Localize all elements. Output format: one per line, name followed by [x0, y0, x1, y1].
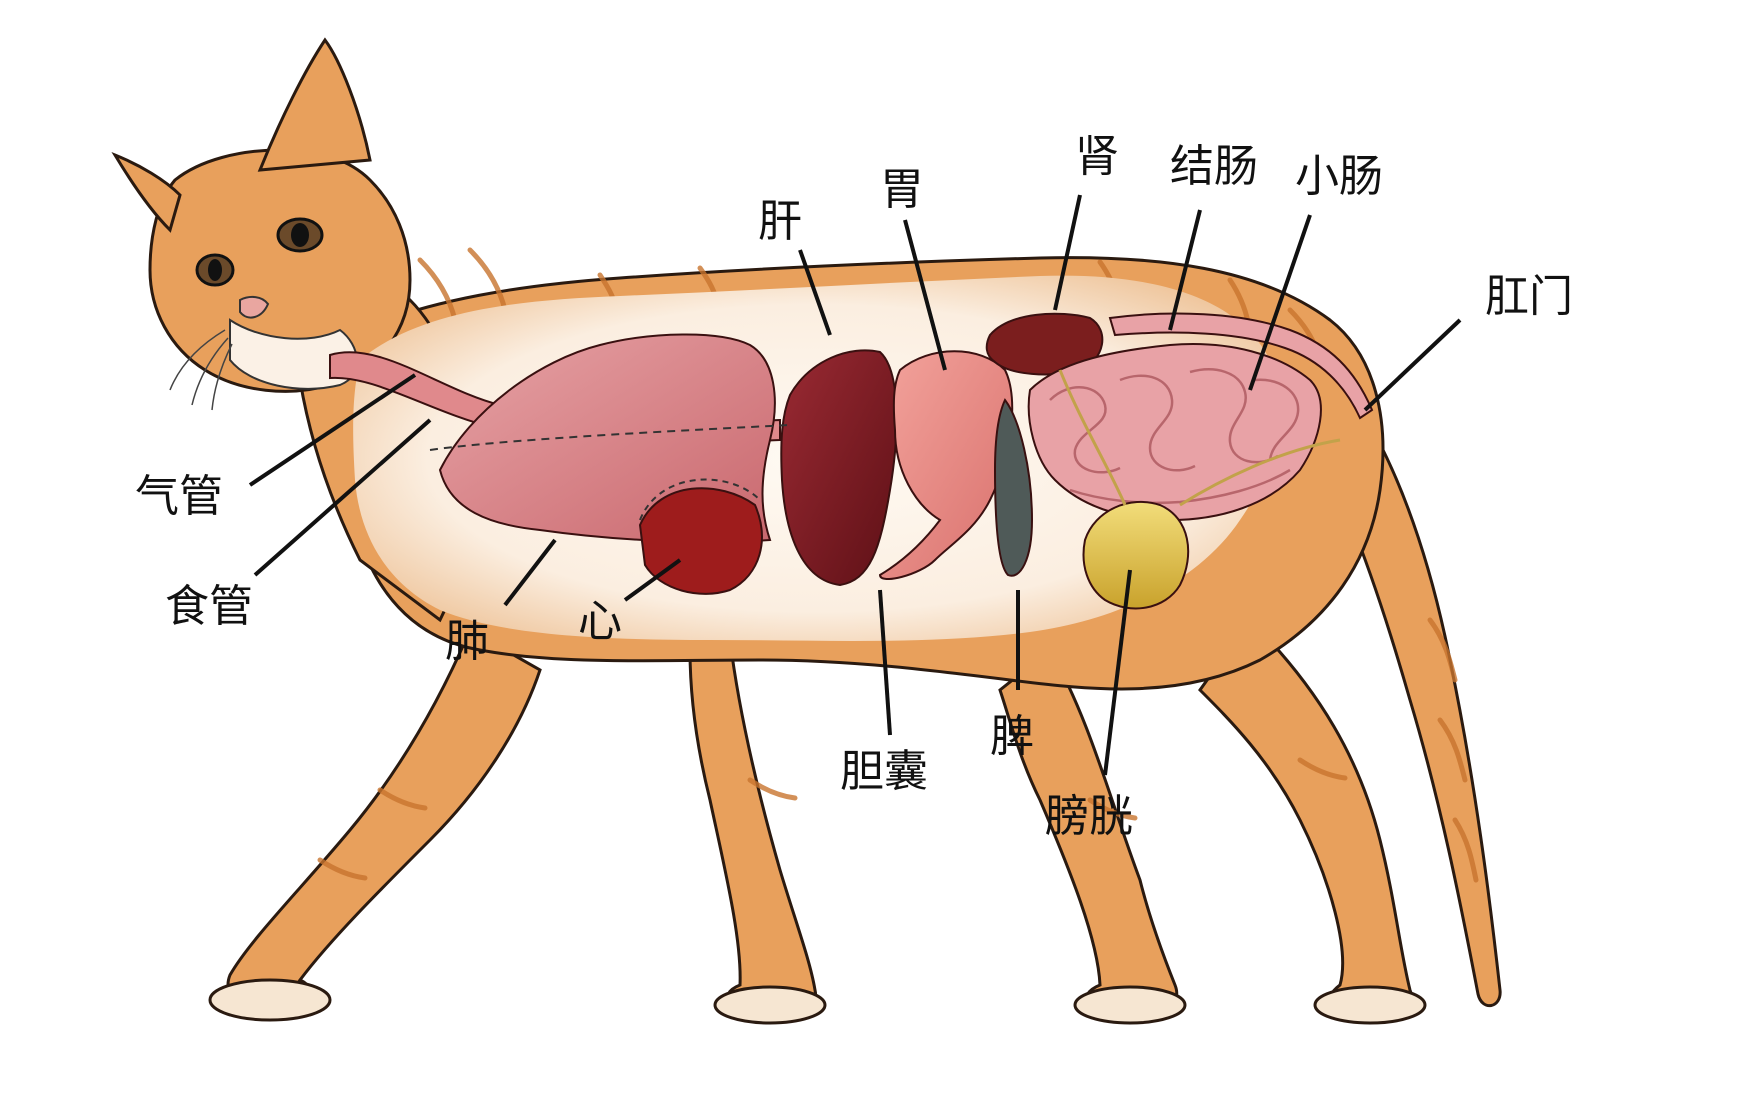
- leader-lines: [248, 194, 1462, 776]
- leader-gallbladder: [878, 589, 892, 736]
- paw-front-far: [713, 985, 827, 1025]
- leader-anus: [1363, 318, 1462, 412]
- intestines-organ: [1027, 343, 1322, 522]
- cat-back-leg-far: [1198, 617, 1414, 1020]
- leader-bladder: [1103, 569, 1132, 776]
- paw-front-near: [208, 978, 332, 1022]
- leader-kidney: [1053, 194, 1082, 311]
- leader-small-intestine: [1248, 214, 1312, 391]
- heart-outline-dashed: [639, 478, 761, 521]
- paw-back-near: [1073, 985, 1187, 1025]
- label-heart: 心: [578, 596, 622, 647]
- colon-tube: [1108, 312, 1374, 420]
- cat-paws: [208, 978, 1427, 1025]
- cat-ear-left: [111, 151, 182, 233]
- label-lung: 肺: [445, 616, 489, 667]
- label-colon: 结肠: [1170, 141, 1258, 192]
- cat-face: [169, 217, 358, 411]
- label-small-intestine: 小肠: [1295, 151, 1383, 202]
- organs: [329, 312, 1374, 610]
- leader-liver: [798, 249, 832, 336]
- label-anus: 肛门: [1485, 271, 1573, 322]
- label-liver: 肝: [758, 196, 802, 247]
- leader-trachea: [248, 373, 417, 487]
- label-esophagus: 食管: [165, 581, 253, 632]
- leader-esophagus: [253, 418, 432, 577]
- leader-lung: [503, 538, 557, 607]
- label-gallbladder: 胆囊: [840, 746, 928, 797]
- cat-nose: [239, 295, 270, 319]
- liver-organ: [780, 349, 898, 587]
- cat-front-leg-far: [688, 638, 817, 1018]
- leader-heart: [623, 558, 682, 602]
- label-spleen: 脾: [990, 711, 1034, 762]
- cat-front-leg-near: [226, 627, 542, 1008]
- ureter: [1179, 438, 1341, 507]
- stomach-organ: [878, 350, 1014, 580]
- cat-ear-right: [257, 37, 372, 172]
- trachea-dashed-line: [429, 424, 791, 451]
- cat-tail: [1348, 395, 1502, 1007]
- label-bladder: 膀胱: [1045, 791, 1133, 842]
- spleen-organ: [993, 398, 1034, 577]
- label-kidney: 肾: [1075, 131, 1119, 182]
- label-trachea: 气管: [135, 471, 223, 522]
- label-stomach: 胃: [880, 164, 924, 215]
- leader-colon: [1168, 209, 1202, 331]
- intestine-coils: [1049, 368, 1300, 505]
- ureter: [1058, 369, 1127, 506]
- bladder-organ: [1082, 500, 1190, 610]
- paw-back-far: [1313, 985, 1427, 1025]
- leader-stomach: [903, 219, 947, 371]
